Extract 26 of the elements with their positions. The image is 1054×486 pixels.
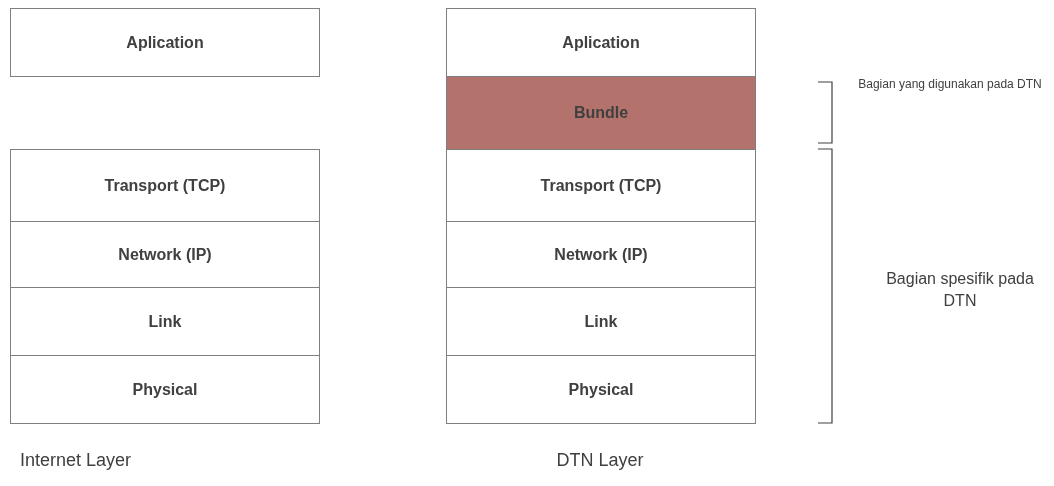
layer-name: Aplication xyxy=(126,33,204,52)
layer-name: Transport (TCP) xyxy=(540,176,662,195)
layer-name: Bundle xyxy=(573,104,629,122)
layer-box xyxy=(446,287,756,356)
layer-box xyxy=(10,8,320,77)
layer-box xyxy=(10,287,320,356)
layer-box xyxy=(10,221,320,288)
bracket-label: Bagian yang digunakan pada DTN xyxy=(857,76,1043,93)
layer-box xyxy=(446,149,756,222)
layer-box xyxy=(446,221,756,288)
layer-name: Network (IP) xyxy=(554,245,648,264)
layer-name: Physical xyxy=(132,380,198,399)
stack-caption: DTN Layer xyxy=(555,449,645,472)
stack-caption: Internet Layer xyxy=(20,449,133,472)
layer-name: Link xyxy=(148,312,182,331)
layer-box xyxy=(446,355,756,424)
bracket-label: Bagian spesifik pada DTN xyxy=(885,269,1035,311)
layer-name: Link xyxy=(584,312,618,331)
layer-box xyxy=(10,149,320,222)
layer-name: Aplication xyxy=(562,33,640,52)
layer-box xyxy=(446,8,756,77)
layer-name: Physical xyxy=(568,380,634,399)
layer-box xyxy=(10,355,320,424)
highlighted-layer-box xyxy=(446,76,756,150)
layer-name: Network (IP) xyxy=(118,245,212,264)
layer-name: Transport (TCP) xyxy=(104,176,226,195)
